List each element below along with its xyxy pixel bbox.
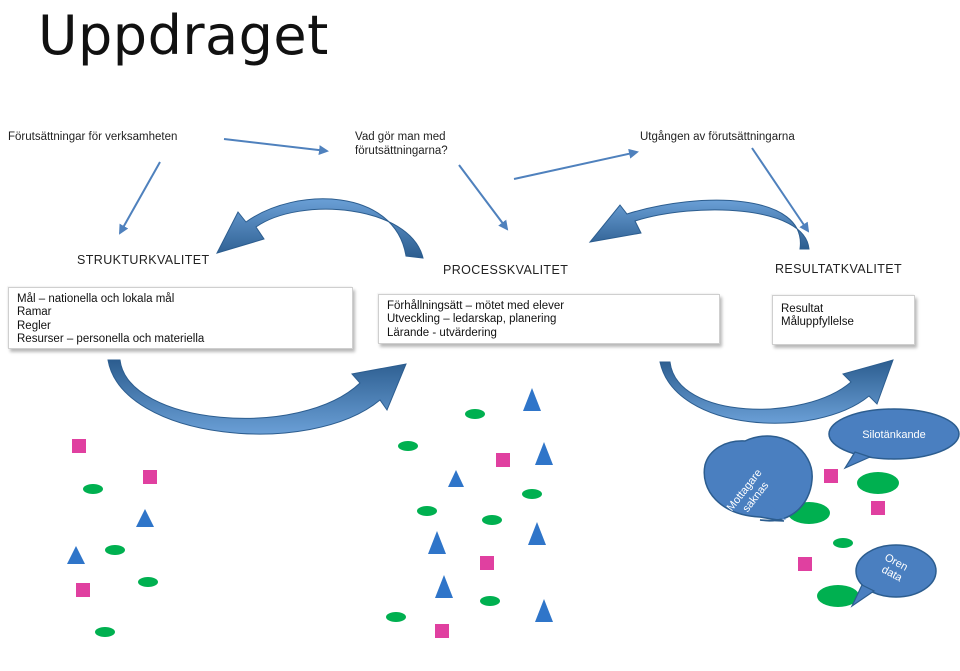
magenta-square (76, 583, 90, 597)
blue-triangle (523, 388, 541, 411)
heading-processkvalitet: PROCESSKVALITET (443, 263, 569, 277)
blue-triangle (535, 442, 553, 465)
green-ellipse (138, 577, 158, 587)
label-forutsattningar: Förutsättningar för verksamheten (8, 131, 178, 143)
arrow-vadgor-to-process (458, 164, 509, 231)
label-vad-gor-man-line2: förutsättningarna? (355, 145, 448, 157)
green-ellipse (95, 627, 115, 637)
box-item: Ramar (17, 306, 52, 319)
box-item: Resultat (781, 303, 824, 315)
green-ellipse (417, 506, 437, 516)
box-item: Mål – nationella och lokala mål (17, 293, 175, 305)
curve-resultat-to-process (588, 199, 810, 250)
curve-process-to-resultat (659, 359, 894, 424)
bubble-text: Silotänkande (862, 429, 926, 441)
scatter-shapes (67, 388, 899, 638)
blue-triangle (448, 470, 464, 487)
magenta-square (496, 453, 510, 467)
green-ellipse (465, 409, 485, 419)
speech-bubble-mottagare: Mottagare saknas (703, 435, 813, 522)
curved-arrows (107, 198, 894, 435)
magenta-square (72, 439, 86, 453)
speech-bubble-silotankande: Silotänkande (828, 408, 960, 470)
connector-arrows (119, 138, 810, 235)
blue-triangle (67, 546, 85, 564)
green-ellipse (386, 612, 406, 622)
curve-struktur-to-process (107, 359, 407, 435)
label-utgangen: Utgången av förutsättningarna (640, 131, 795, 143)
box-item: Lärande - utvärdering (387, 326, 497, 339)
blue-triangle (535, 599, 553, 622)
label-vad-gor-man-line1: Vad gör man med (355, 131, 446, 143)
page-title: Uppdraget (38, 4, 329, 67)
arrow-process-to-utgangen (513, 148, 639, 180)
box-processkvalitet: Förhållningsätt – mötet med elever Utvec… (378, 294, 720, 344)
magenta-square (435, 624, 449, 638)
green-ellipse (817, 585, 859, 607)
green-ellipse (857, 472, 899, 494)
magenta-square (824, 469, 838, 483)
arrow-forutsattningar-to-vadgor (223, 138, 329, 156)
heading-strukturkvalitet: STRUKTURKVALITET (77, 253, 210, 267)
green-ellipse (83, 484, 103, 494)
blue-triangle (136, 509, 154, 527)
box-item: Utveckling – ledarskap, planering (387, 313, 557, 326)
green-ellipse (833, 538, 853, 548)
box-item: Måluppfyllelse (781, 316, 854, 329)
blue-triangle (528, 522, 546, 545)
green-ellipse (398, 441, 418, 451)
blue-triangle (428, 531, 446, 554)
magenta-square (871, 501, 885, 515)
green-ellipse (105, 545, 125, 555)
arrow-utgangen-to-resultat (751, 147, 810, 233)
blue-triangle (435, 575, 453, 598)
magenta-square (798, 557, 812, 571)
box-item: Regler (17, 319, 51, 332)
green-ellipse (522, 489, 542, 499)
green-ellipse (480, 596, 500, 606)
speech-bubble-oren-data: Oren data (850, 544, 937, 608)
box-strukturkvalitet: Mål – nationella och lokala mål Ramar Re… (8, 287, 353, 349)
heading-resultatkvalitet: RESULTATKVALITET (775, 262, 903, 276)
magenta-square (480, 556, 494, 570)
magenta-square (143, 470, 157, 484)
green-ellipse (482, 515, 502, 525)
arrow-forutsattningar-to-struktur (119, 161, 161, 235)
box-item: Resurser – personella och materiella (17, 332, 205, 345)
curve-process-to-struktur (216, 198, 424, 259)
box-resultatkvalitet: Resultat Måluppfyllelse (772, 295, 915, 345)
box-item: Förhållningsätt – mötet med elever (387, 300, 565, 312)
